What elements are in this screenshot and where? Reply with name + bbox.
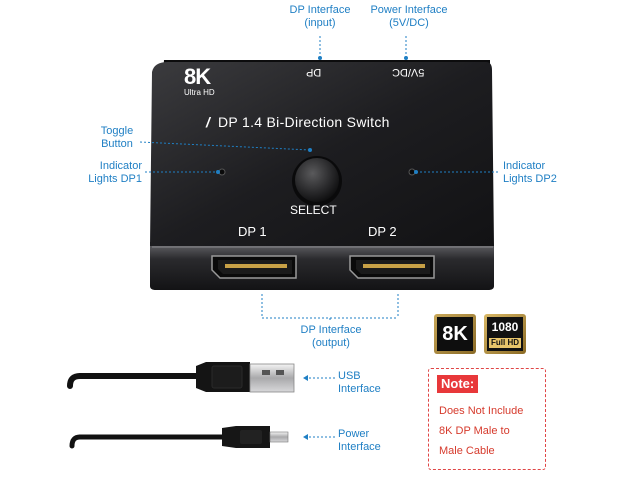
callout-dp-input-line1: DP Interface: [289, 4, 351, 16]
device-title: DP 1.4 Bi-Direction Switch: [218, 114, 390, 130]
device-title-slash-icon: /: [206, 114, 210, 130]
callout-dp-output: DP Interface (output): [286, 324, 376, 350]
badge-1080: 1080 Full HD: [484, 314, 526, 354]
callout-power-interface: Power Interface: [338, 428, 398, 454]
device-top-5v-label: 5V/DC: [392, 66, 425, 78]
callout-toggle-line2: Button: [101, 138, 133, 150]
dp-port-1: [211, 255, 297, 279]
device-logo-8k: 8K: [184, 64, 211, 89]
select-toggle-button: [292, 156, 342, 206]
callout-usb-line2: Interface: [338, 383, 381, 395]
badge-8k-text: 8K: [437, 317, 473, 351]
device-select-label: SELECT: [290, 203, 337, 217]
badge-1080-text: 1080: [491, 320, 519, 334]
callout-dp-output-line1: DP Interface: [300, 324, 362, 336]
callout-toggle-button: Toggle Button: [94, 125, 140, 151]
callout-ind-dp2-line1: Indicator: [503, 160, 546, 172]
callout-ind-dp1-line2: Lights DP1: [88, 173, 142, 185]
callout-usb-line1: USB: [338, 370, 361, 382]
usb-cable: [67, 362, 295, 393]
device-port2-label: DP 2: [368, 224, 397, 239]
callout-power-top: Power Interface (5V/DC): [364, 4, 454, 30]
device-port1-label: DP 1: [238, 224, 267, 239]
micro-usb-cable: [69, 426, 289, 449]
note-box: Note: Does Not Include 8K DP Male to Mal…: [428, 368, 546, 470]
callout-power-bottom-line1: Power: [338, 428, 370, 440]
device-top-dp-label: DP: [306, 66, 322, 78]
callout-indicator-dp1: Indicator Lights DP1: [80, 160, 142, 186]
device-logo-sub: Ultra HD: [184, 88, 215, 97]
note-line-3: Male Cable: [439, 445, 495, 457]
callout-ind-dp1-line1: Indicator: [99, 160, 142, 172]
callout-power-top-line1: Power Interface: [370, 4, 448, 16]
callout-dp-input: DP Interface (input): [280, 4, 360, 30]
callout-power-top-line2: (5V/DC): [389, 17, 429, 29]
callout-ind-dp2-line2: Lights DP2: [503, 173, 557, 185]
note-line-1: Does Not Include: [439, 405, 524, 417]
callout-toggle-line1: Toggle: [100, 125, 134, 137]
callout-power-bottom-line2: Interface: [338, 441, 381, 453]
callout-dp-output-line2: (output): [312, 337, 350, 349]
callout-dots: [216, 56, 418, 440]
badge-full-hd-text: Full HD: [489, 338, 521, 348]
note-title: Note:: [437, 375, 479, 393]
callout-lines: [139, 36, 500, 438]
badge-8k: 8K: [434, 314, 476, 354]
callout-usb-interface: USB Interface: [338, 370, 398, 396]
switch-device: [150, 60, 494, 290]
callout-dp-input-line2: (input): [304, 17, 336, 29]
callout-indicator-dp2: Indicator Lights DP2: [503, 160, 573, 186]
dp-port-2: [349, 255, 435, 279]
note-line-2: 8K DP Male to: [439, 425, 510, 437]
